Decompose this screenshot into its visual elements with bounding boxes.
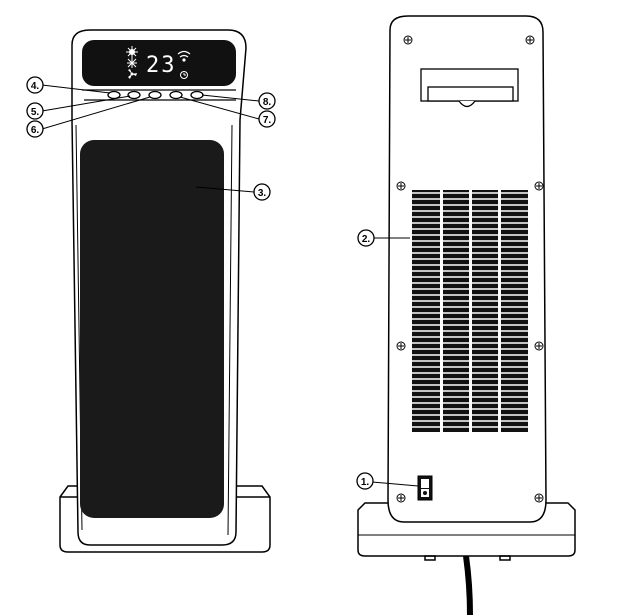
screw-icon xyxy=(403,35,413,45)
front-callout-lines xyxy=(41,84,260,193)
back-callout-lines xyxy=(371,237,419,487)
grille-column xyxy=(412,190,440,432)
callout-4: 4. xyxy=(26,76,44,94)
wifi-icon xyxy=(177,50,191,62)
callout-2: 2. xyxy=(357,229,375,247)
callout-5: 5. xyxy=(26,102,44,120)
screw-icon xyxy=(534,493,544,503)
screw-icon xyxy=(396,341,406,351)
grille-column xyxy=(501,190,528,432)
button-7[interactable] xyxy=(169,90,183,100)
screw-icon xyxy=(534,181,544,191)
callout-6: 6. xyxy=(26,120,44,138)
svg-text:8.: 8. xyxy=(263,97,272,108)
carry-handle xyxy=(420,68,519,108)
screw-icon xyxy=(525,35,535,45)
svg-text:1.: 1. xyxy=(361,477,370,488)
front-tower-ridge-right xyxy=(227,124,233,536)
screw-icon xyxy=(534,341,544,351)
power-cord xyxy=(463,555,473,615)
rear-air-intake-grille xyxy=(412,190,528,432)
timer-icon xyxy=(180,71,188,79)
screw-icon xyxy=(396,493,406,503)
snowflake-icon xyxy=(127,58,137,68)
svg-text:4.: 4. xyxy=(31,81,40,92)
back-foot-left xyxy=(424,555,436,561)
svg-text:5.: 5. xyxy=(31,107,40,118)
front-display-panel xyxy=(82,40,236,86)
power-switch-icon[interactable] xyxy=(417,475,433,501)
svg-text:6.: 6. xyxy=(31,125,40,136)
grille-column xyxy=(443,190,469,432)
fan-icon xyxy=(128,69,137,79)
callout-1: 1. xyxy=(356,472,374,490)
svg-text:7.: 7. xyxy=(263,115,272,126)
svg-text:3.: 3. xyxy=(258,188,267,199)
svg-text:2.: 2. xyxy=(362,234,371,245)
callout-3: 3. xyxy=(253,183,271,201)
sun-icon xyxy=(126,46,138,58)
callout-8: 8. xyxy=(258,92,276,110)
button-5[interactable] xyxy=(127,90,141,100)
screws xyxy=(396,35,544,503)
front-heating-panel xyxy=(80,140,224,518)
grille-column xyxy=(472,190,498,432)
back-foot-right xyxy=(499,555,511,561)
button-6[interactable] xyxy=(148,90,162,100)
callout-7: 7. xyxy=(258,110,276,128)
screw-icon xyxy=(396,181,406,191)
temperature-readout: 23 xyxy=(146,53,177,78)
